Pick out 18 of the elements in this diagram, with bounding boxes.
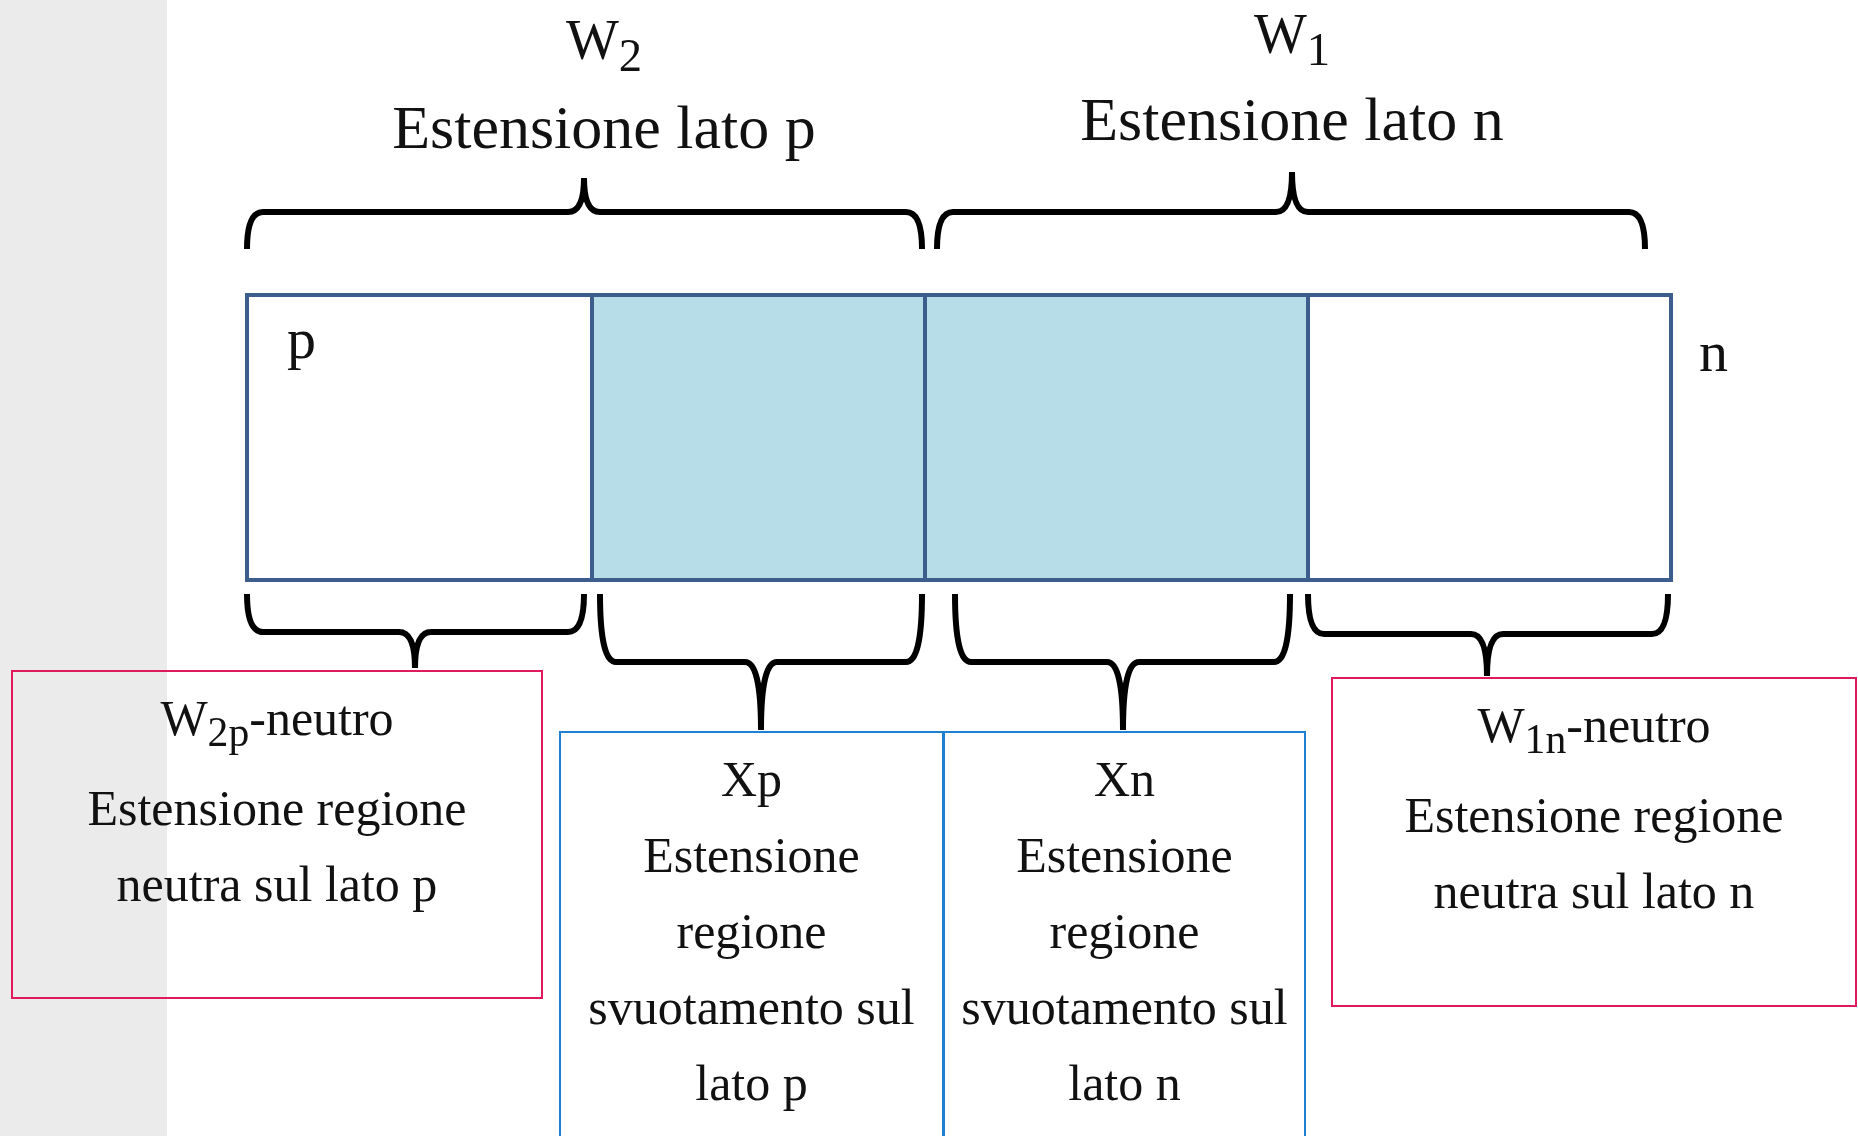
text-box bbox=[11, 670, 543, 999]
region-label: p bbox=[287, 305, 316, 372]
brace-label: Estensione lato n bbox=[1079, 84, 1505, 155]
box-heading: Xp bbox=[719, 750, 784, 809]
width-symbol: W$_{2}$ bbox=[564, 8, 644, 83]
box-text: Estensione regione neutra sul lato n bbox=[1403, 786, 1785, 921]
side-label: n bbox=[1699, 318, 1728, 385]
text-box bbox=[559, 731, 944, 1136]
text-box bbox=[943, 731, 1306, 1136]
box-text: Estensione regione svuotamento sul lato n bbox=[960, 826, 1289, 1113]
box-heading: W$_{1n}$-neutro bbox=[1476, 696, 1712, 764]
width-symbol: W$_{1}$ bbox=[1252, 2, 1332, 77]
box-heading: W$_{2p}$-neutro bbox=[159, 689, 395, 757]
text-box bbox=[1331, 677, 1857, 1007]
box-text: Estensione regione svuotamento sul lato p bbox=[587, 826, 916, 1113]
brace-label: Estensione lato p bbox=[391, 92, 817, 163]
box-heading: Xn bbox=[1092, 750, 1157, 809]
box-text: Estensione regione neutra sul lato p bbox=[86, 779, 468, 914]
